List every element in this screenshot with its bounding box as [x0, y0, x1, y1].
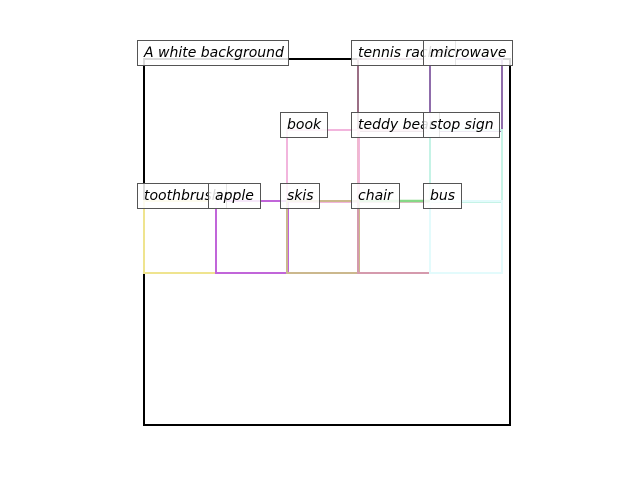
bus-box	[429, 200, 503, 274]
book-label: book	[280, 112, 328, 138]
apple-label: apple	[208, 183, 261, 209]
bus-label: bus	[423, 183, 462, 209]
chair-box	[357, 200, 431, 274]
apple-box	[215, 200, 289, 274]
microwave-label: microwave	[423, 40, 513, 66]
toothbrush-box	[143, 200, 217, 274]
skis-label: skis	[280, 183, 320, 209]
caption-label: A white background	[137, 40, 289, 66]
stop-sign-label: stop sign	[423, 112, 500, 138]
chair-label: chair	[351, 183, 400, 209]
skis-box	[286, 200, 360, 274]
